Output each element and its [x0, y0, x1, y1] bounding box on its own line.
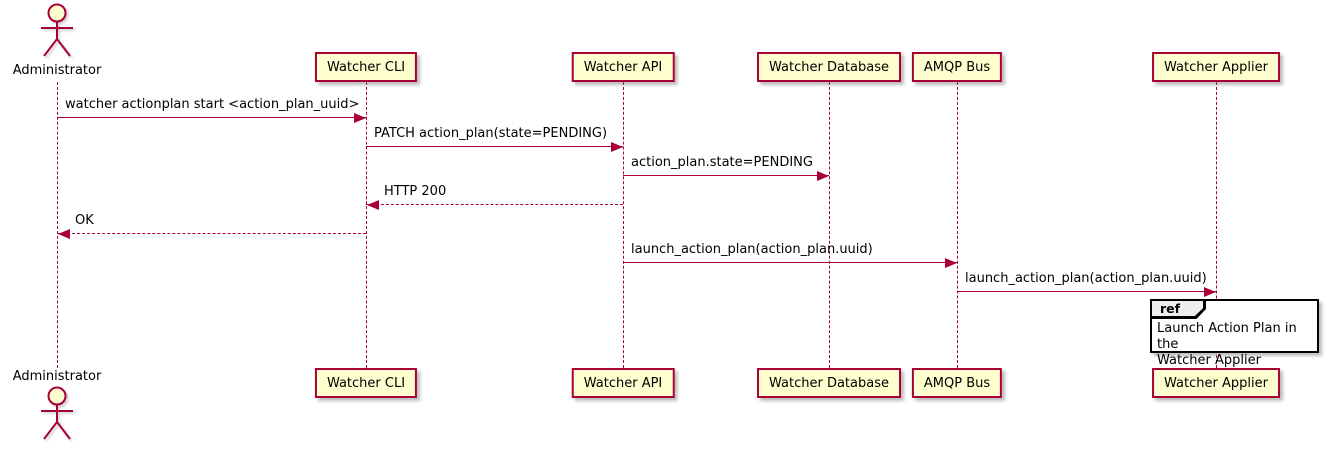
- message-line-2: [366, 146, 623, 147]
- participant-foot-watcher-applier: Watcher Applier: [1152, 368, 1280, 398]
- arrowhead-3: [817, 171, 829, 181]
- message-label-1: watcher actionplan start <action_plan_uu…: [65, 97, 360, 112]
- ref-tag: ref: [1150, 299, 1206, 319]
- message-label-5: OK: [75, 213, 94, 228]
- message-label-6: launch_action_plan(action_plan.uuid): [631, 242, 873, 257]
- arrowhead-4: [367, 200, 379, 210]
- ref-fragment: ref Launch Action Plan in the Watcher Ap…: [1150, 299, 1319, 368]
- actor-figure-bottom-administrator: [37, 386, 77, 448]
- actor-label-bottom-administrator: Administrator: [12, 369, 102, 384]
- lifeline-watcher-cli: [366, 82, 367, 368]
- ref-text-line: Launch Action Plan in the: [1157, 321, 1297, 352]
- participant-foot-watcher-database: Watcher Database: [757, 368, 901, 398]
- message-label-3: action_plan.state=PENDING: [631, 155, 813, 170]
- actor-icon: [41, 386, 73, 440]
- message-line-6: [623, 262, 957, 263]
- message-line-3: [623, 175, 829, 176]
- participant-head-watcher-database: Watcher Database: [757, 52, 901, 82]
- message-line-5: [57, 233, 366, 234]
- ref-text: Launch Action Plan in the Watcher Applie…: [1157, 321, 1314, 369]
- arrowhead-2: [611, 142, 623, 152]
- arrowhead-1: [354, 113, 366, 123]
- message-label-4: HTTP 200: [384, 184, 447, 199]
- participant-foot-watcher-cli: Watcher CLI: [314, 368, 418, 398]
- lifeline-administrator: [57, 82, 58, 368]
- participant-head-watcher-api: Watcher API: [571, 52, 675, 82]
- arrowhead-5: [58, 229, 70, 239]
- message-label-7: launch_action_plan(action_plan.uuid): [965, 271, 1207, 286]
- message-line-4: [366, 204, 623, 205]
- participant-foot-watcher-api: Watcher API: [571, 368, 675, 398]
- actor-figure-top-administrator: [37, 3, 77, 65]
- actor-icon: [41, 3, 73, 57]
- participant-head-watcher-cli: Watcher CLI: [314, 52, 418, 82]
- lifeline-amqp-bus: [957, 82, 958, 368]
- ref-tag-label: ref: [1152, 301, 1203, 316]
- arrowhead-6: [945, 258, 957, 268]
- participant-head-watcher-applier: Watcher Applier: [1152, 52, 1280, 82]
- lifeline-watcher-database: [829, 82, 830, 368]
- arrowhead-7: [1204, 287, 1216, 297]
- ref-text-line: Watcher Applier: [1157, 353, 1261, 368]
- message-label-2: PATCH action_plan(state=PENDING): [374, 126, 608, 141]
- lifeline-watcher-api: [623, 82, 624, 368]
- actor-label-top-administrator: Administrator: [12, 63, 102, 78]
- participant-foot-amqp-bus: AMQP Bus: [911, 368, 1003, 398]
- lifeline-watcher-applier: [1216, 82, 1217, 368]
- message-line-7: [957, 291, 1216, 292]
- participant-head-amqp-bus: AMQP Bus: [911, 52, 1003, 82]
- message-line-1: [57, 117, 366, 118]
